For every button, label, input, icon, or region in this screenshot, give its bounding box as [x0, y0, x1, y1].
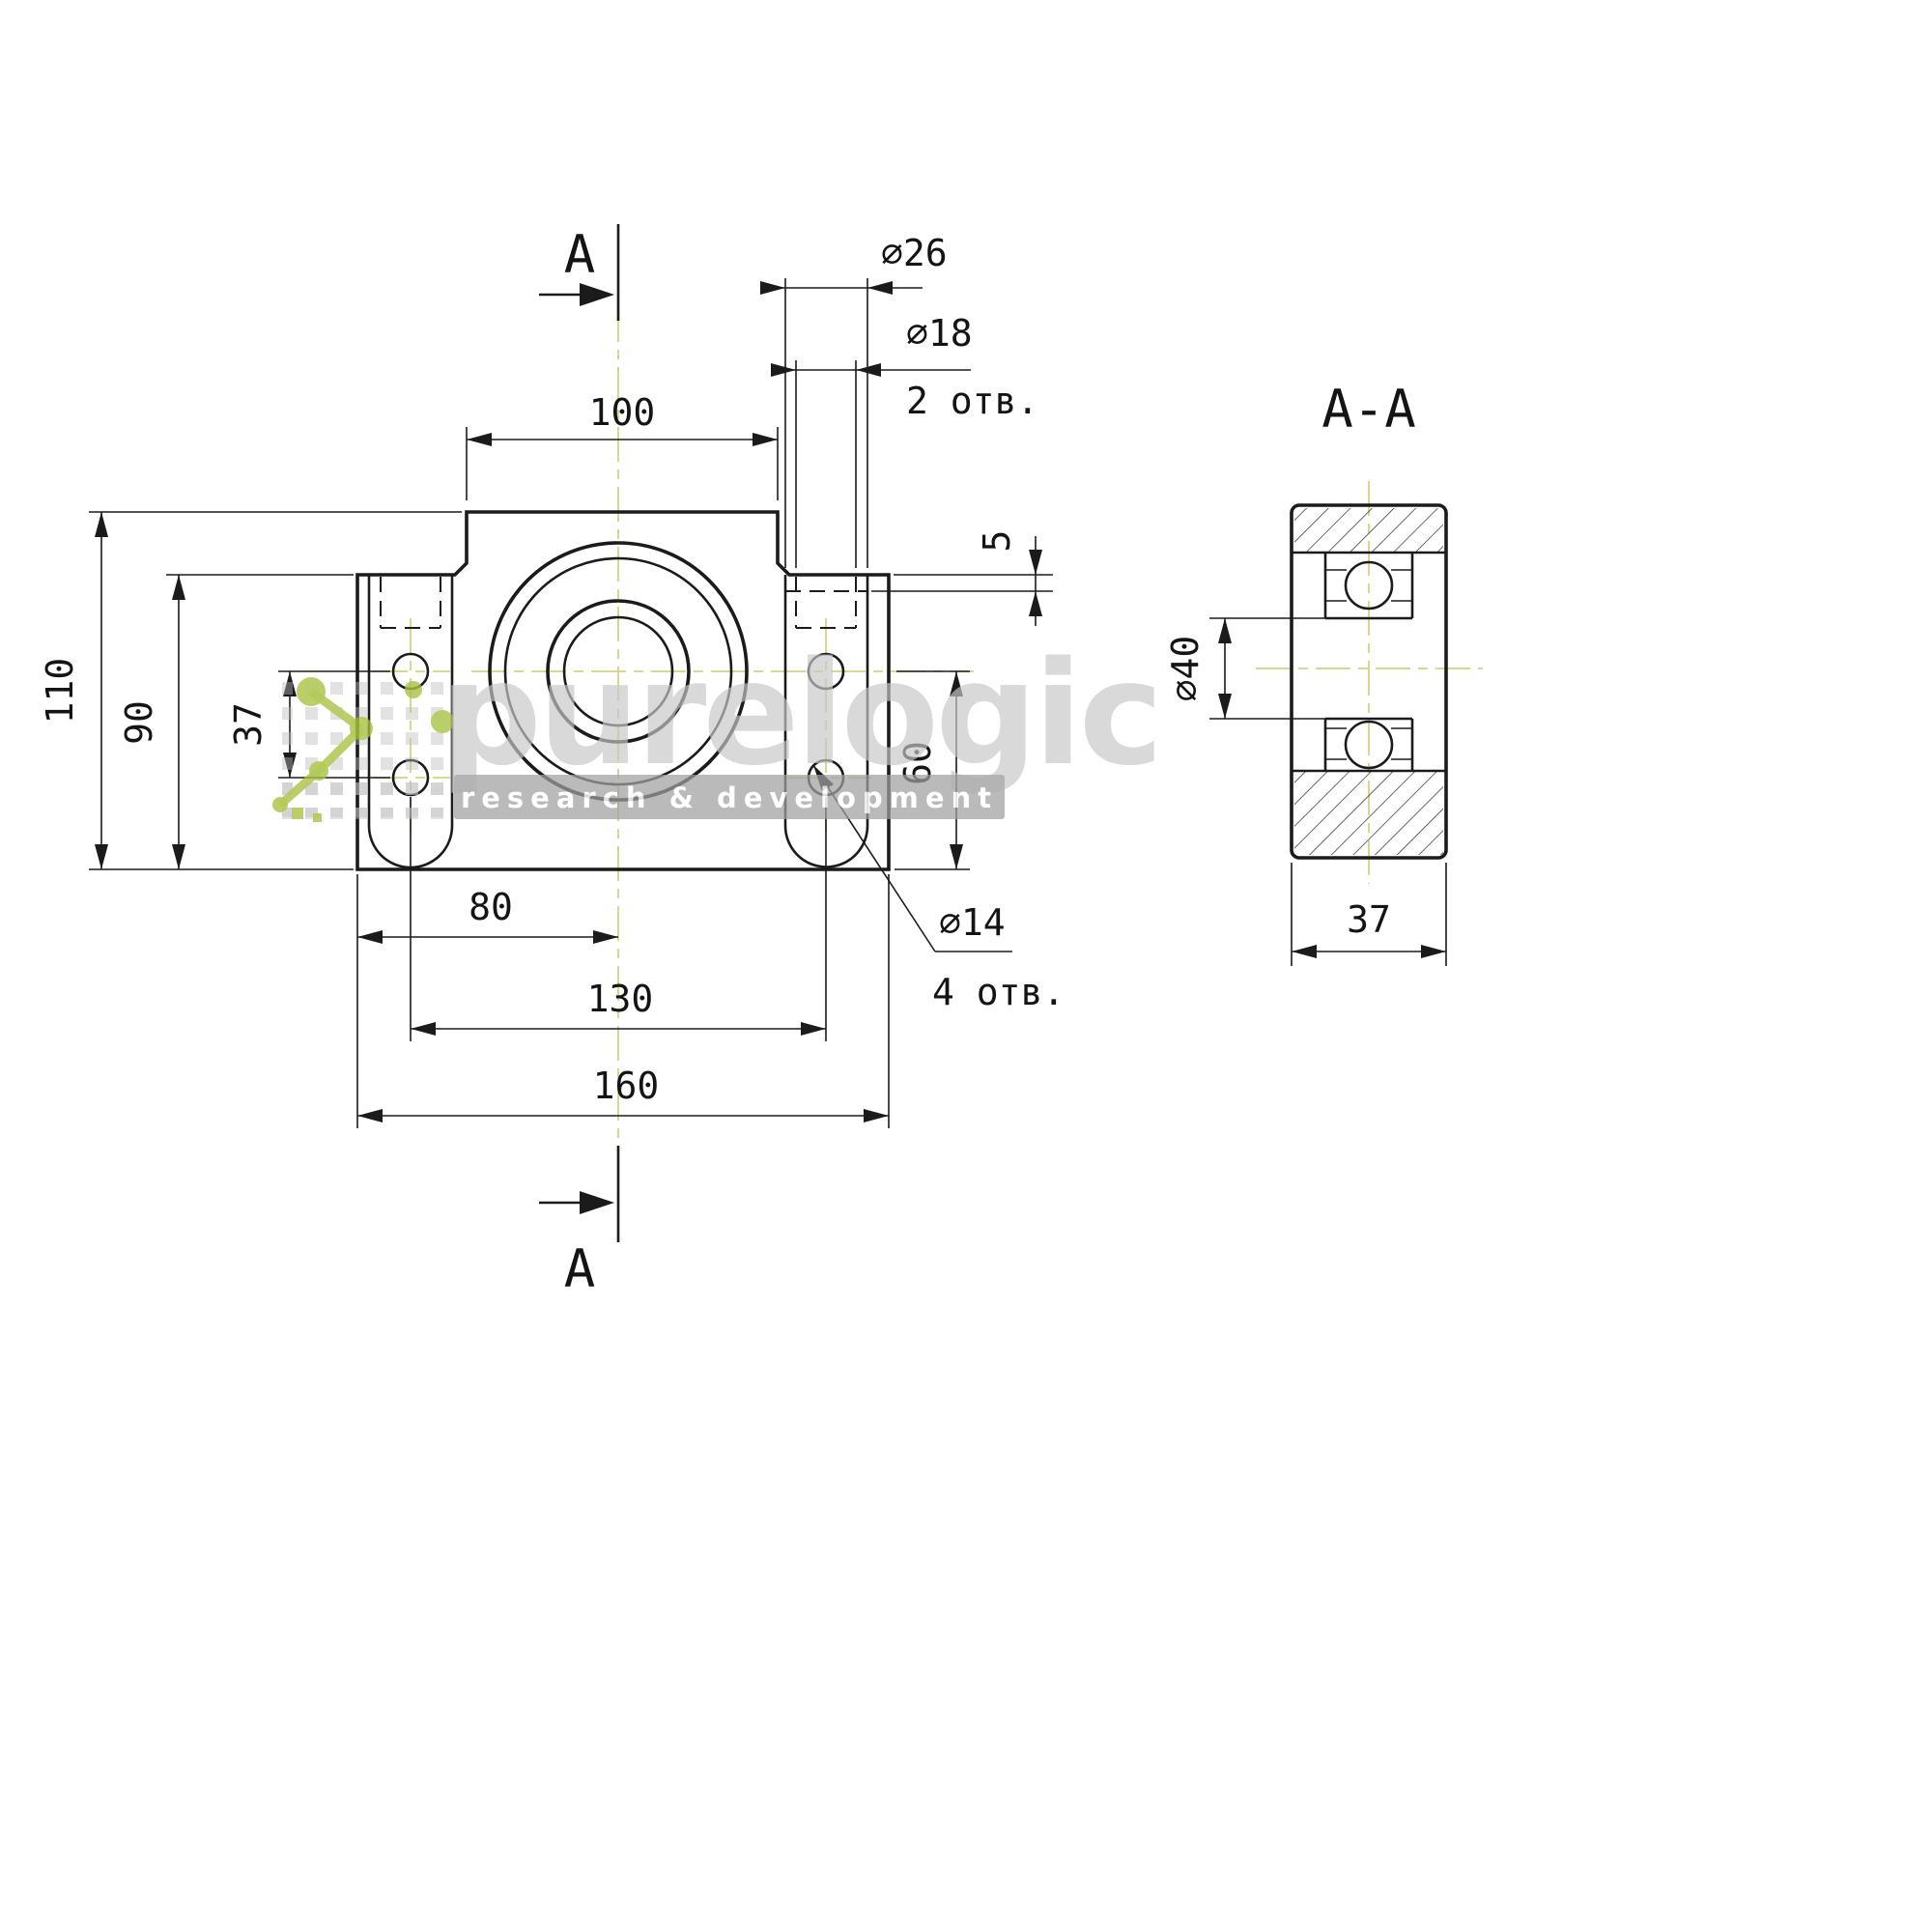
watermark: purelogic research & development: [272, 631, 1163, 822]
dim-label-dia26: ⌀26: [881, 232, 948, 274]
bearing-section: [1323, 553, 1414, 771]
section-view: A-A: [1164, 379, 1448, 966]
dim-80: 80: [356, 874, 618, 1128]
housing-outline: [355, 510, 891, 871]
section-hatch-top: [1294, 508, 1443, 552]
watermark-logo-nodes: [272, 677, 454, 822]
bore-circle-3: [546, 599, 691, 744]
dim-90: 90: [118, 574, 354, 869]
dimensions: 100 ⌀26 ⌀18 2 отв. 5: [39, 232, 1065, 1128]
section-outline: [1290, 503, 1448, 860]
hidden-lines: [380, 577, 867, 629]
section-marker-top: A: [564, 224, 596, 285]
dim-label-dia14: ⌀14: [939, 901, 1006, 944]
dim-label-130: 130: [587, 978, 654, 1020]
dim-37-section: 37: [1291, 863, 1447, 966]
dim-5: 5: [871, 530, 1053, 626]
dim-130: 130: [410, 797, 827, 1041]
dim-label-dia40: ⌀40: [1164, 636, 1207, 702]
dim-label-37-section: 37: [1347, 898, 1391, 941]
dim-label-37: 37: [227, 702, 270, 747]
dim-dia18: ⌀18 2 отв.: [771, 312, 1038, 568]
dim-dia26: ⌀26: [760, 232, 948, 568]
watermark-banner: [454, 775, 1005, 819]
bearing-ball-top: [1344, 560, 1394, 611]
dim-label-dia14-holes: 4 отв.: [932, 971, 1065, 1013]
section-hatch-bottom: [1294, 772, 1443, 855]
dim-110: 110: [39, 511, 462, 870]
mount-hole-top-right: [807, 652, 845, 691]
dim-label-100: 100: [589, 391, 656, 434]
dim-label-5: 5: [976, 530, 1018, 553]
watermark-tagline: research & development: [461, 781, 998, 814]
dim-100: 100: [466, 391, 779, 500]
dim-dia40: ⌀40: [1164, 617, 1335, 720]
watermark-brand: purelogic: [440, 631, 1159, 797]
section-marker-bottom: A: [564, 1238, 596, 1299]
dim-label-dia18-holes: 2 отв.: [906, 380, 1038, 422]
dim-label-dia18: ⌀18: [906, 312, 973, 355]
bearing-ball-bottom: [1344, 720, 1394, 770]
section-view-title: A-A: [1321, 379, 1416, 440]
dim-label-80: 80: [469, 886, 513, 928]
dim-160: 160: [357, 874, 890, 1128]
dim-label-160: 160: [593, 1065, 660, 1107]
bore-circle-inner: [562, 615, 674, 727]
dim-label-110: 110: [39, 658, 81, 724]
dim-label-90: 90: [118, 700, 160, 745]
cutting-plane: A A: [539, 224, 620, 1299]
